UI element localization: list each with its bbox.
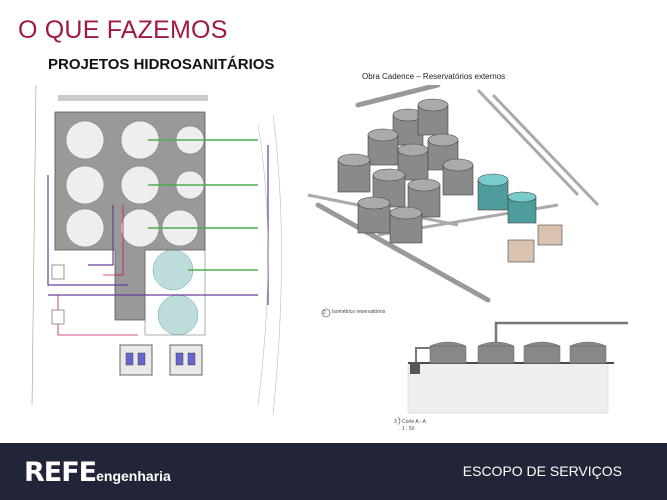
section-label: Corte A - A — [402, 419, 426, 425]
refe-logo: REFEengenharia — [24, 457, 171, 488]
footer-bar: REFEengenharia ESCOPO DE SERVIÇOS — [0, 443, 667, 500]
section-number: 3 — [394, 419, 397, 425]
section-drawing — [398, 321, 628, 425]
slide-subtitle: PROJETOS HIDROSANITÁRIOS — [48, 56, 275, 73]
section-scale: 1 : 50 — [402, 426, 415, 432]
slide-title: O QUE FAZEMOS — [18, 16, 228, 44]
isometric-reservoirs-drawing — [307, 85, 600, 318]
isometric-label: Isométrico reservatórios — [332, 309, 386, 315]
tank-group — [337, 98, 563, 263]
footer-section-title: ESCOPO DE SERVIÇOS — [462, 463, 622, 479]
isometric-number: 2 — [323, 310, 326, 316]
logo-main: REFE — [24, 457, 97, 488]
logo-sub: engenharia — [96, 468, 171, 484]
floor-plan-drawing — [31, 85, 282, 416]
image-caption: Obra Cadence – Reservatórios externos — [362, 72, 506, 81]
